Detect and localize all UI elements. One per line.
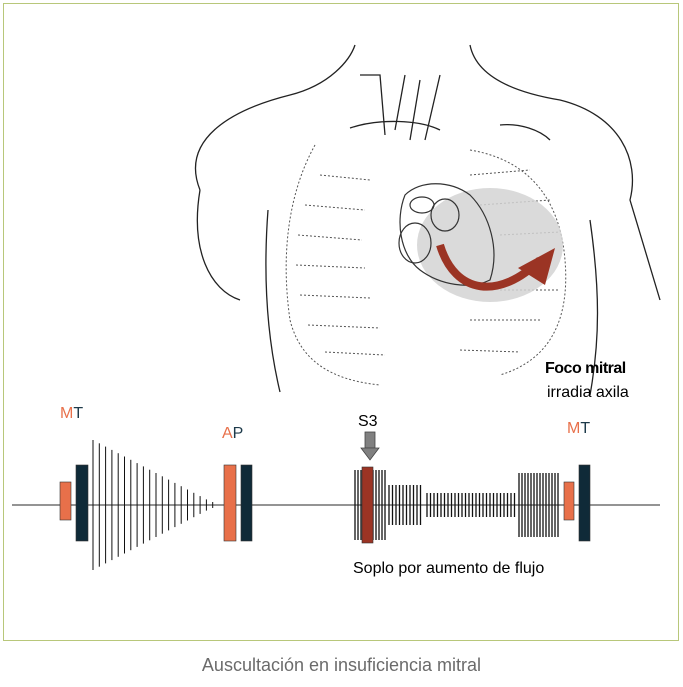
heart-illustration (398, 183, 495, 286)
last-sound-label: MT (567, 421, 590, 437)
figure-caption: Auscultación en insuficiencia mitral (201, 655, 482, 675)
mitral-sound-bar (59, 481, 72, 521)
focus-label: Foco mitral (545, 360, 626, 377)
phonocardiogram (59, 440, 591, 570)
second-sound-label: AP (222, 426, 243, 442)
mitral-label: M (567, 420, 581, 437)
aortic-sound-bar (223, 464, 237, 542)
aortic-label: A (222, 425, 233, 442)
mitral-sound-bar (563, 481, 575, 521)
murmur-label: Soplo por aumento de flujo (353, 560, 545, 577)
first-sound-label: MT (60, 406, 83, 422)
tricuspid-sound-bar (75, 464, 89, 542)
s3-arrow-icon (360, 431, 380, 461)
figure-frame (3, 3, 679, 641)
mitral-label: M (60, 405, 74, 422)
pulmonary-sound-bar (240, 464, 253, 542)
pulmonary-label: P (232, 425, 244, 442)
tricuspid-label: T (580, 420, 591, 437)
s3-label: S3 (358, 413, 378, 430)
tricuspid-sound-bar (578, 464, 591, 542)
focus-sublabel: irradia axila (547, 384, 629, 401)
s3-sound-bar (361, 466, 374, 544)
tricuspid-label: T (73, 405, 84, 422)
radiation-arrow-icon (436, 243, 555, 291)
torso-illustration (194, 44, 661, 396)
